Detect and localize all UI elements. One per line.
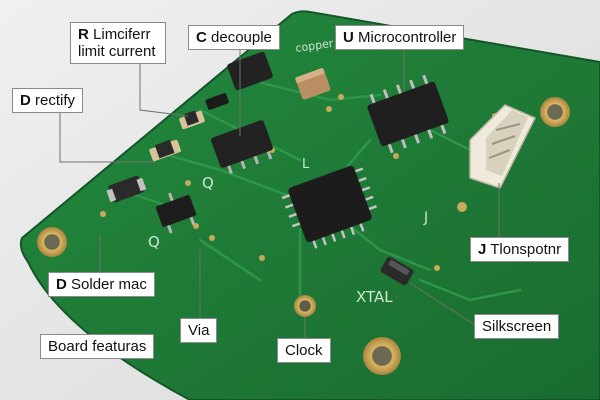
label-board-features: Board featuras [40,334,155,359]
transistor [227,51,273,91]
leader-lines [59,50,500,338]
label-capacitor-letter: C [196,29,207,46]
label-diode-solder-text: Solder mac [71,276,147,293]
resistor [149,139,181,162]
via [294,295,316,317]
microcontroller-chip [367,74,449,154]
label-board-features-text: Board featuras [48,338,147,355]
label-diode-rectify-letter: D [20,92,31,109]
capacitor [295,68,331,100]
diode [106,175,147,203]
label-resistor-line2: limit current [78,43,156,60]
mounting-hole [540,97,570,127]
silkscreen-j: J [423,210,428,226]
label-microcontroller: U Microcontroller [335,25,465,50]
silkscreen-q2: Q [148,233,160,251]
label-capacitor: C decouple [188,25,280,50]
mounting-hole [37,227,67,257]
label-clock: Clock [277,338,331,363]
label-via: Via [180,318,218,343]
transistor [211,120,273,174]
silkscreen-xtal: XTAL [356,288,393,306]
label-diode-rectify-text: rectify [35,92,76,109]
label-silkscreen: Silkscreen [474,314,560,339]
resistor [179,110,205,130]
label-clock-text: Clock [285,342,323,359]
mounting-hole [363,337,401,375]
crystal-oscillator [380,256,414,286]
connector-header [469,104,537,189]
label-resistor-line1: Limciferr [93,26,151,43]
label-silkscreen-text: Silkscreen [482,318,552,335]
label-diode-solder: D Solder mac [48,272,155,297]
label-diode-rectify: D rectify [12,88,84,113]
microcontroller-chip [281,165,377,249]
silkscreen-l: L [302,157,310,172]
label-connector-text: Tlonspotnr [490,241,562,258]
resistor [205,93,229,110]
silkscreen-q1: Q [202,174,214,192]
label-capacitor-text: decouple [211,29,272,46]
label-connector: J Tlonspotnr [470,237,570,262]
via-dots [100,94,498,271]
label-resistor-letter: R [78,26,89,43]
transistor [155,192,197,234]
label-microcontroller-letter: U [343,29,354,46]
label-via-text: Via [188,322,210,339]
label-connector-letter: J [478,241,487,258]
label-microcontroller-text: Microcontroller [358,29,457,46]
label-diode-solder-letter: D [56,276,67,293]
label-resistor: R Limciferr limit current [70,22,166,64]
